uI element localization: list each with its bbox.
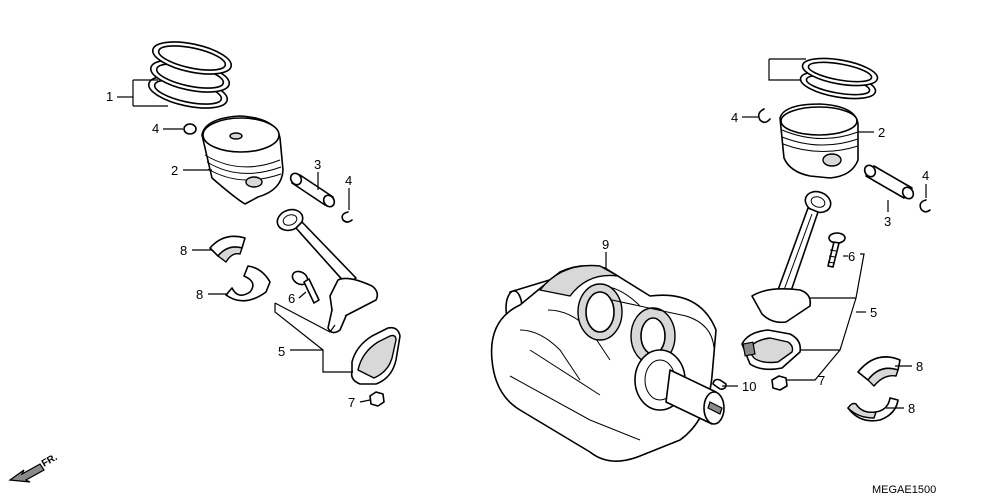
- right-piston-pin-clip-upper: [757, 108, 771, 124]
- left-piston-pin: [289, 172, 336, 208]
- right-piston-rings: [799, 57, 879, 100]
- right-rod-bolt: [827, 232, 846, 268]
- callout-left-bearing-lower: 8: [196, 287, 203, 302]
- left-bearing-lower: [225, 265, 271, 302]
- right-rod-nut: [771, 375, 788, 391]
- callout-right-pin: 3: [884, 214, 891, 229]
- right-piston-pin-clip-lower: [919, 199, 931, 213]
- callout-key: 10: [742, 379, 756, 394]
- callout-left-clip-top: 4: [152, 121, 159, 136]
- callout-right-piston: 2: [878, 125, 885, 140]
- right-bearing-upper: [857, 356, 901, 387]
- callout-left-rings: 1: [106, 89, 113, 104]
- callout-left-clip-pin: 4: [345, 173, 352, 188]
- callout-left-piston: 2: [171, 163, 178, 178]
- right-piston: [779, 103, 859, 179]
- callout-left-pin: 3: [314, 157, 321, 172]
- right-connecting-rod: [751, 190, 832, 324]
- left-piston-pin-clip-lower: [341, 211, 353, 223]
- left-piston-pin-clip-upper: [183, 123, 197, 135]
- diagram-code: MEGAE1500: [872, 484, 936, 496]
- leader-lines: [117, 58, 927, 409]
- left-rod-cap: [350, 326, 401, 385]
- right-rod-cap: [741, 329, 802, 371]
- left-rod-nut: [369, 391, 385, 407]
- callout-right-bearing-upper: 8: [916, 359, 923, 374]
- callout-left-rod: 5: [278, 344, 285, 359]
- front-direction-arrow: FR.: [8, 452, 60, 483]
- crankshaft-key: [712, 378, 727, 390]
- right-bearing-lower: [847, 397, 899, 422]
- left-piston-rings: [147, 41, 233, 109]
- callout-left-nut: 7: [348, 395, 355, 410]
- callout-right-bearing-lower: 8: [908, 401, 915, 416]
- callout-left-bearing-upper: 8: [180, 243, 187, 258]
- callout-left-bolt: 6: [288, 291, 295, 306]
- callout-right-nut: 7: [818, 373, 825, 388]
- left-connecting-rod: [276, 208, 379, 334]
- left-bearing-upper: [209, 235, 246, 263]
- front-label: FR.: [40, 452, 60, 470]
- callout-right-bolt: 6: [848, 249, 855, 264]
- left-rod-bolt: [291, 270, 320, 304]
- crankshaft: [490, 264, 725, 462]
- right-piston-pin: [863, 164, 915, 200]
- callout-right-clip-pin: 4: [922, 168, 929, 183]
- callout-right-rod: 5: [870, 305, 877, 320]
- left-piston: [201, 115, 284, 205]
- callout-crankshaft: 9: [602, 237, 609, 252]
- callout-right-clip-top: 4: [731, 110, 738, 125]
